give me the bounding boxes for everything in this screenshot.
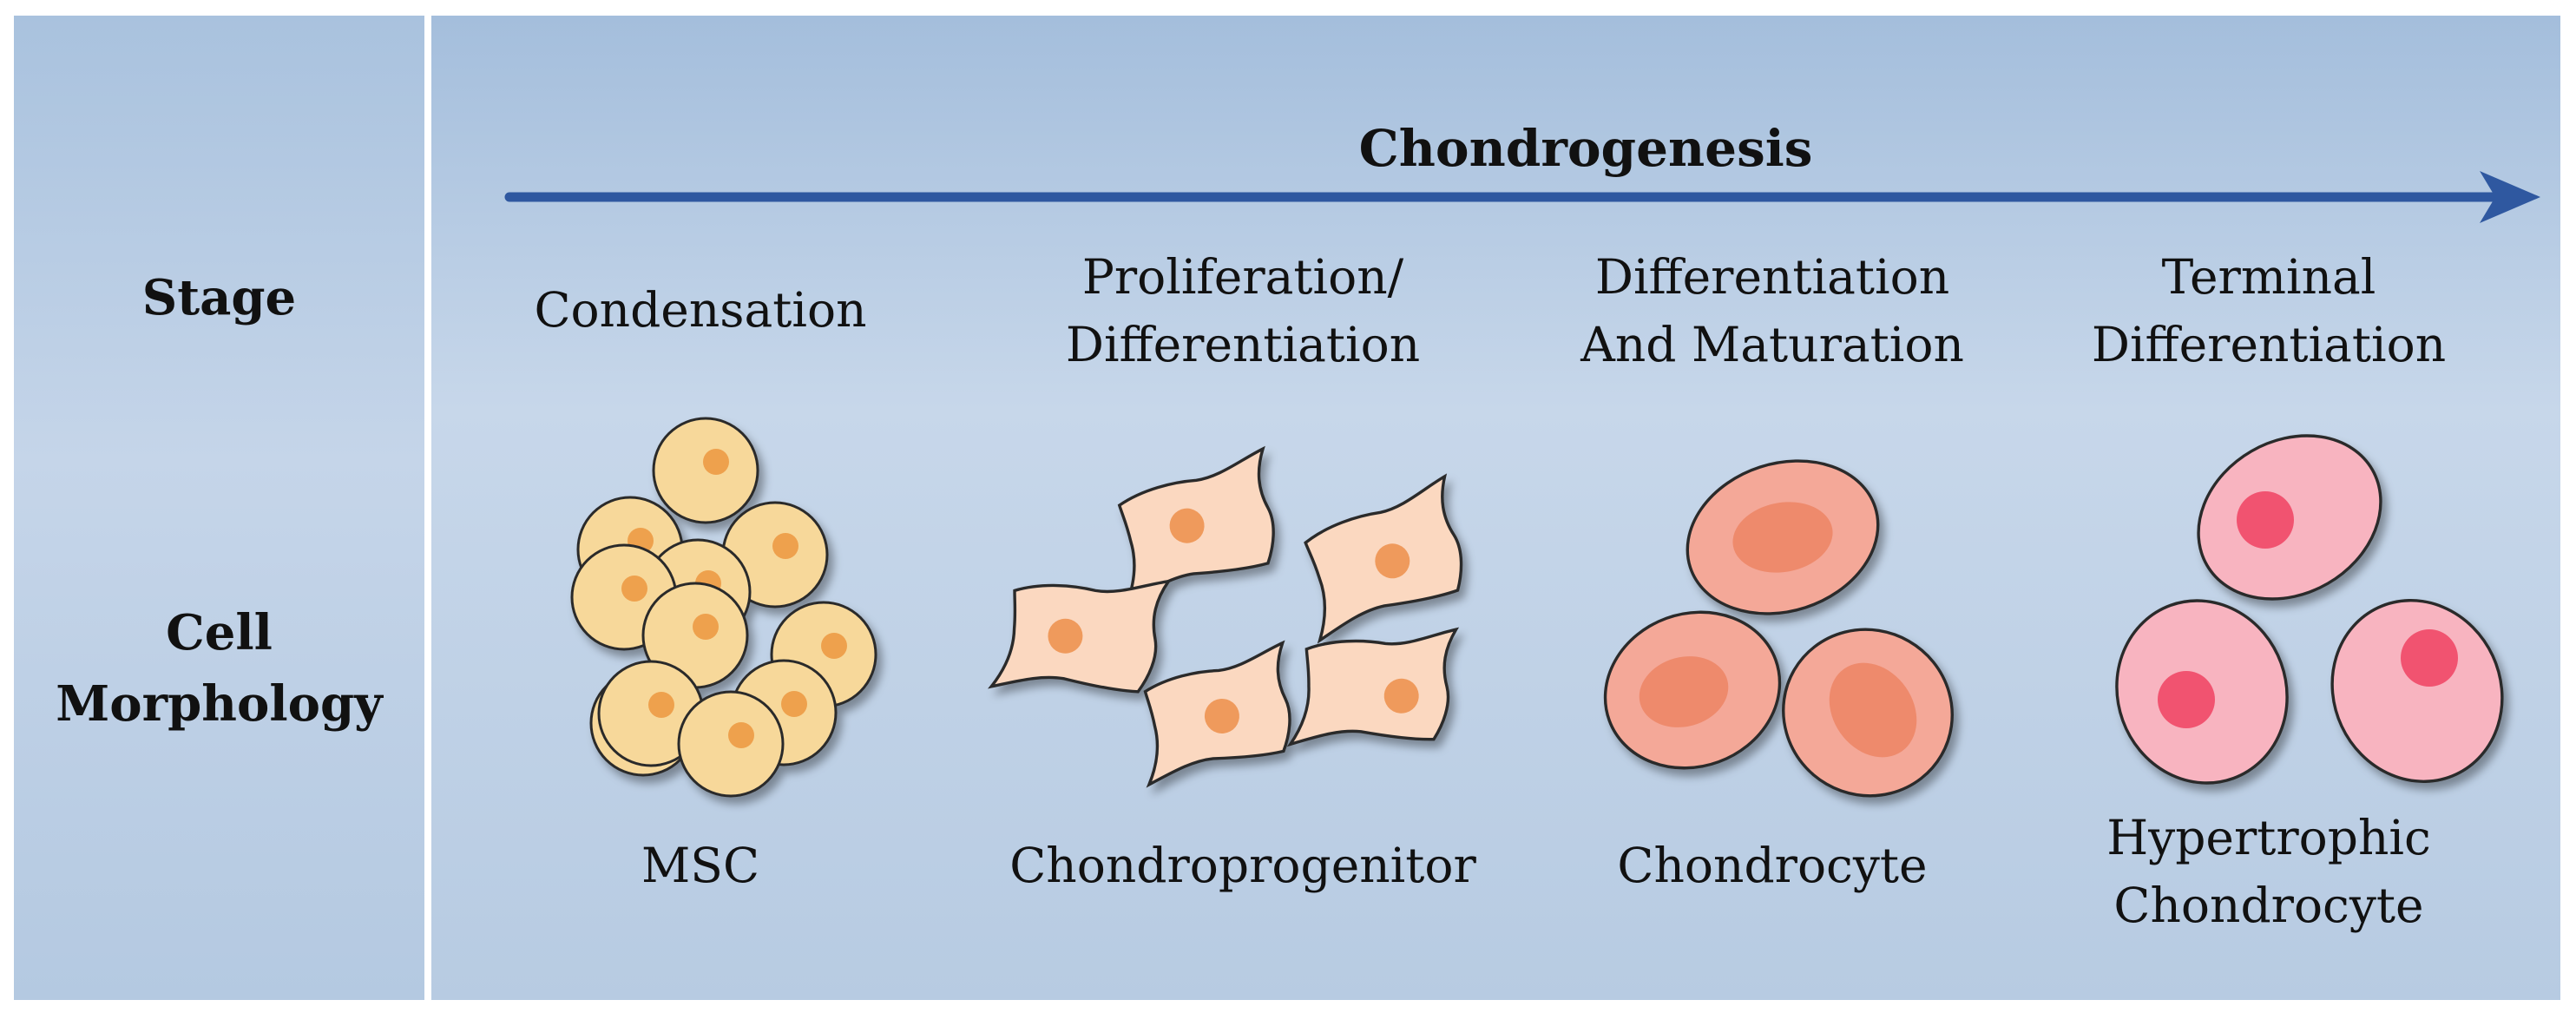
stage-name-terminal: Terminal Differentiation [2000,243,2538,378]
hypertrophic-chondrocyte-cell [2197,434,2382,601]
row-label-stage-text: Stage [141,269,297,326]
hypertrophic-chondrocyte-cells [2115,434,2504,785]
chondroprogenitor-cells [988,445,1463,788]
msc-cell-nucleus [693,614,719,640]
stage-name-line: Differentiation [1594,249,1950,305]
chondroprogenitor-cell-nucleus [1375,543,1410,579]
msc-cell-nucleus [703,449,729,475]
diagram-title-text: Chondrogenesis [1358,119,1813,178]
msc-cell [652,417,759,524]
chondrocyte-cell [1686,459,1880,615]
stage-name-line: Differentiation [2091,317,2447,372]
hypertrophic-chondrocyte-cell-nucleus [2237,491,2294,549]
msc-cell [641,582,749,689]
cell-name-line: Chondrocyte [2113,878,2424,933]
msc-cell-nucleus [728,722,754,748]
chondroprogenitor-cell-nucleus [1204,698,1239,733]
msc-cell-nucleus [781,691,807,717]
timeline-arrow-head [2480,171,2540,223]
cell-name-chondrocyte: Chondrocyte [1503,832,2041,899]
chondroprogenitor-cell [988,579,1173,694]
msc-cell-nucleus [821,633,847,659]
hypertrophic-chondrocyte-cell [2115,599,2289,785]
row-label-stage: Stage [14,262,424,333]
stage-name-line: Differentiation [1065,317,1421,372]
chondroprogenitor-cell-body [1286,627,1460,747]
stage-panel: Chondrogenesis Condensation Proliferatio… [431,16,2560,1000]
chondrogenesis-figure: Stage Cell Morphology Chondrogenesis Con… [14,16,2560,1000]
hypertrophic-chondrocyte-cell-body [2330,599,2504,783]
cell-name-msc: MSC [431,832,969,899]
hypertrophic-chondrocyte-cell-nucleus [2401,629,2458,687]
hypertrophic-chondrocyte-cell [2330,599,2504,783]
msc-cell-body [652,417,759,524]
msc-cell-nucleus [772,533,798,559]
hypertrophic-chondrocyte-cell-nucleus [2158,671,2215,728]
chondroprogenitor-cell-nucleus [1169,508,1205,543]
chondroprogenitor-cell-nucleus [1048,618,1083,654]
cell-illustrations [570,417,2504,798]
stage-name-line: Terminal [2161,249,2376,305]
chondrocyte-cells [1603,459,1954,798]
chondrocyte-cell-nucleus [1829,662,1917,758]
row-label-panel: Stage Cell Morphology [14,16,424,1000]
stage-name-line: And Maturation [1580,317,1964,372]
row-label-morphology-line2: Morphology [56,675,383,733]
msc-cell-nucleus [621,576,647,602]
chondrocyte-cell [1603,610,1782,770]
stage-name-line: Proliferation/ [1081,249,1404,305]
chondrocyte-cell-nucleus [1732,502,1833,573]
chondroprogenitor-cell [1286,627,1460,747]
chondroprogenitor-cell-nucleus [1383,678,1419,714]
cell-name-line: Hypertrophic [2106,810,2431,865]
stage-name-condensation: Condensation [431,276,969,344]
msc-cell-cluster [570,417,877,798]
cell-name-line: Chondrocyte [1617,838,1928,893]
chondroprogenitor-cell [1117,445,1275,608]
chondrocyte-cell [1782,628,1954,798]
row-label-morphology-line1: Cell [166,604,273,661]
chondroprogenitor-cell [1143,640,1291,788]
cell-name-line: MSC [641,838,760,893]
stage-name-line: Condensation [534,282,867,338]
timeline-arrow [504,171,2540,223]
stage-name-proliferation: Proliferation/ Differentiation [974,243,1512,378]
row-label-morphology: Cell Morphology [14,597,424,740]
cell-name-hypertrophic: Hypertrophic Chondrocyte [2000,804,2538,939]
chondrocyte-cell-nucleus [1639,656,1729,727]
stage-name-maturation: Differentiation And Maturation [1503,243,2041,378]
msc-cell-body [677,690,785,798]
chondroprogenitor-cell [1304,473,1463,644]
msc-cell-nucleus [648,692,674,718]
cell-name-line: Chondroprogenitor [1009,838,1476,893]
msc-cell [677,690,785,798]
panel-divider [424,16,431,1000]
cell-name-chondroprogenitor: Chondroprogenitor [974,832,1512,899]
